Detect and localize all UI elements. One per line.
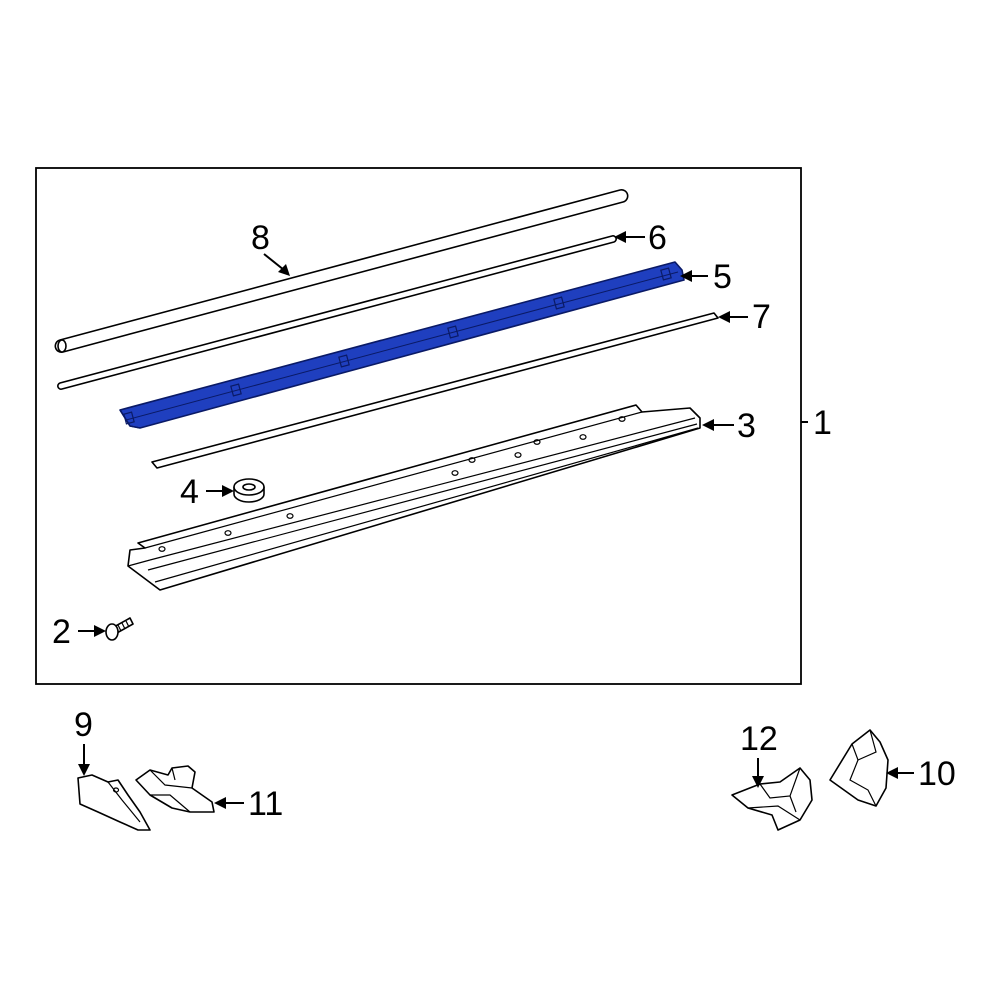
part-5-moulding[interactable]	[119, 261, 685, 429]
part-8-rod[interactable]	[54, 189, 629, 353]
part-4-grommet[interactable]	[233, 478, 265, 503]
assembly-frame	[35, 167, 802, 685]
callout-2: 2	[52, 613, 71, 651]
callout-12: 12	[740, 720, 778, 758]
part-7-seal[interactable]	[151, 312, 719, 469]
callout-1: 1	[813, 404, 832, 442]
part-10-bracket[interactable]	[829, 729, 889, 807]
callout-3: 3	[737, 407, 756, 445]
leader-lines	[78, 231, 914, 809]
part-6-strip[interactable]	[57, 235, 617, 390]
part-2-screw[interactable]	[105, 617, 134, 641]
callout-9: 9	[74, 706, 93, 744]
part-3-rocker-panel[interactable]	[127, 404, 701, 591]
callout-4: 4	[180, 473, 199, 511]
part-9-bracket[interactable]	[77, 774, 151, 831]
part-11-bracket[interactable]	[135, 765, 215, 813]
callout-5: 5	[713, 258, 732, 296]
callout-6: 6	[648, 219, 667, 257]
callout-7: 7	[752, 298, 771, 336]
callout-10: 10	[918, 755, 956, 793]
callout-11: 11	[248, 785, 283, 823]
part-12-bracket[interactable]	[731, 767, 813, 831]
callout-8: 8	[251, 219, 270, 257]
